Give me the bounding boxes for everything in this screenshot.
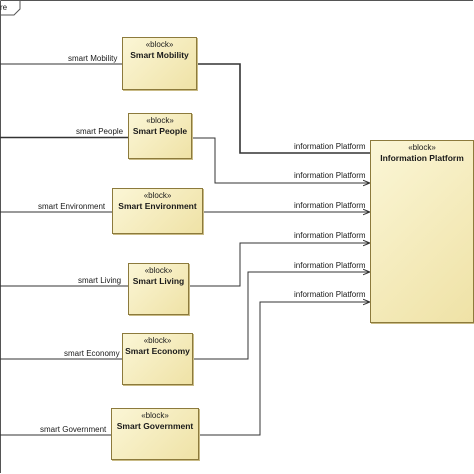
frame-tab-label: re bbox=[0, 3, 8, 12]
link-label-information-platform-4: information Platform bbox=[294, 231, 366, 240]
block-name: Smart Government bbox=[116, 421, 194, 431]
block-smart-environment[interactable]: «block» Smart Environment bbox=[112, 188, 203, 234]
block-stereotype: «block» bbox=[408, 143, 436, 152]
link-label-information-platform-6: information Platform bbox=[294, 290, 366, 299]
block-information-platform[interactable]: «block» Information Platform bbox=[370, 140, 474, 323]
block-smart-government[interactable]: «block» Smart Government bbox=[111, 408, 199, 460]
block-stereotype: «block» bbox=[144, 266, 173, 275]
port-label-smart-living: smart Living bbox=[78, 276, 122, 285]
port-label-smart-environment: smart Environment bbox=[38, 202, 106, 211]
block-smart-economy[interactable]: «block» Smart Economy bbox=[122, 333, 193, 385]
left-connectors bbox=[0, 63, 128, 436]
port-label-smart-economy: smart Economy bbox=[64, 349, 120, 358]
block-name: Smart Economy bbox=[125, 346, 190, 356]
port-label-smart-government: smart Government bbox=[40, 425, 107, 434]
block-name: Smart People bbox=[132, 126, 188, 136]
block-name: Smart Mobility bbox=[130, 50, 189, 60]
platform-connectors bbox=[189, 63, 370, 436]
block-name: Smart Environment bbox=[118, 201, 197, 211]
link-label-information-platform-1: information Platform bbox=[294, 142, 366, 151]
link-label-information-platform-3: information Platform bbox=[294, 201, 366, 210]
block-smart-living[interactable]: «block» Smart Living bbox=[128, 263, 189, 315]
block-stereotype: «block» bbox=[145, 40, 174, 49]
link-label-information-platform-5: information Platform bbox=[294, 261, 366, 270]
block-stereotype: «block» bbox=[143, 336, 172, 345]
port-label-smart-mobility: smart Mobility bbox=[68, 54, 118, 63]
link-label-information-platform-2: information Platform bbox=[294, 171, 366, 180]
block-stereotype: «block» bbox=[146, 116, 174, 125]
block-smart-mobility[interactable]: «block» Smart Mobility bbox=[122, 37, 197, 90]
port-label-smart-people: smart People bbox=[76, 127, 124, 136]
block-name: Information Platform bbox=[380, 153, 464, 163]
block-stereotype: «block» bbox=[141, 411, 169, 420]
block-stereotype: «block» bbox=[143, 191, 172, 200]
block-name: Smart Living bbox=[132, 276, 185, 286]
block-smart-people[interactable]: «block» Smart People bbox=[128, 113, 192, 159]
